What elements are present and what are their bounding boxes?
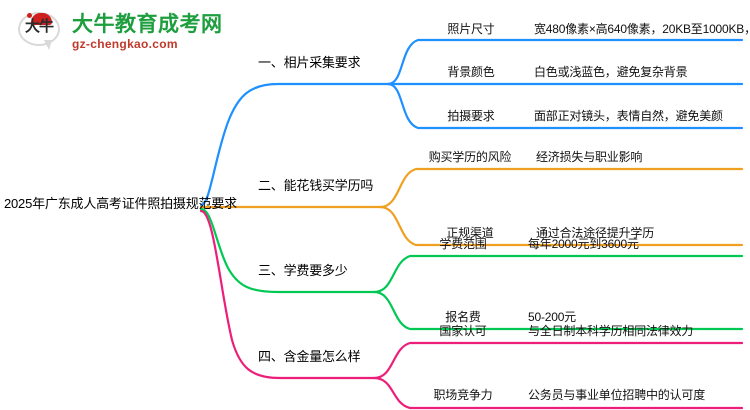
branch-label-1[interactable]: 一、相片采集要求: [258, 55, 361, 70]
logo-bubble-tail: [44, 40, 52, 50]
leaf-label-1-3[interactable]: 拍摄要求: [447, 109, 495, 123]
leaf-label-4-2[interactable]: 职场竞争力: [433, 388, 493, 402]
logo-red-cap: [31, 13, 52, 25]
leaf-label-3-1[interactable]: 学费范围: [439, 237, 487, 251]
logo-title: 大牛教育成考网: [72, 13, 223, 36]
leaf-desc-1-2: 白色或浅蓝色，避免复杂背景: [534, 65, 688, 79]
logo-text-block: 大牛教育成考网 gz-chengkao.com: [72, 14, 223, 50]
logo-subtitle: gz-chengkao.com: [72, 37, 178, 51]
leaf-label-1-1[interactable]: 照片尺寸: [447, 22, 495, 36]
leaf-desc-1-3: 面部正对镜头，表情自然，避免美颜: [534, 109, 723, 123]
logo-red-dot: [27, 13, 32, 18]
leaf-label-2-2[interactable]: 正规渠道: [446, 226, 494, 240]
branch-label-2[interactable]: 二、能花钱买学历吗: [258, 178, 374, 193]
leaf-desc-2-2: 通过合法途径提升学历: [536, 226, 655, 240]
branch-3-child-1-link: [372, 254, 744, 294]
leaf-desc-3-2: 50-200元: [528, 310, 576, 324]
logo-speech-bubble-icon: 大牛: [18, 11, 64, 53]
leaf-label-2-1[interactable]: 购买学历的风险: [428, 150, 512, 164]
branch-2-child-1-link: [378, 167, 744, 209]
branch-3-trunk: [199, 207, 376, 294]
branch-2-child-2-link: [378, 205, 744, 247]
branch-1-trunk: [199, 82, 390, 207]
branch-label-3[interactable]: 三、学费要多少: [258, 263, 348, 278]
branch-3-child-2-link: [372, 290, 744, 331]
leaf-desc-3-1: 每年2000元到3600元: [528, 237, 639, 251]
mindmap-root-title: 2025年广东成人高考证件照拍摄规范要求: [4, 196, 237, 211]
site-logo[interactable]: 大牛 大牛教育成考网 gz-chengkao.com: [18, 8, 233, 56]
leaf-desc-4-1: 与全日制本科学历相同法律效力: [528, 324, 694, 338]
branch-4-trunk: [199, 209, 376, 380]
leaf-desc-2-1: 经济损失与职业影响: [536, 150, 643, 164]
branch-4-child-2-link: [372, 376, 744, 410]
leaf-label-4-1[interactable]: 国家认可: [439, 324, 487, 338]
leaf-desc-4-2: 公务员与事业单位招聘中的认可度: [528, 388, 706, 402]
branch-label-4[interactable]: 四、含金量怎么样: [258, 349, 361, 364]
leaf-label-1-2[interactable]: 背景颜色: [447, 65, 495, 79]
branch-1-child-3-link: [386, 82, 744, 130]
leaf-desc-1-1: 宽480像素×高640像素，20KB至1000KB，JPG格式: [534, 22, 750, 36]
branch-1-child-1-link: [386, 38, 744, 86]
leaf-label-3-2[interactable]: 报名费: [445, 310, 481, 324]
branch-4-child-1-link: [372, 341, 744, 380]
logo-mark-text: 大牛: [24, 18, 54, 35]
